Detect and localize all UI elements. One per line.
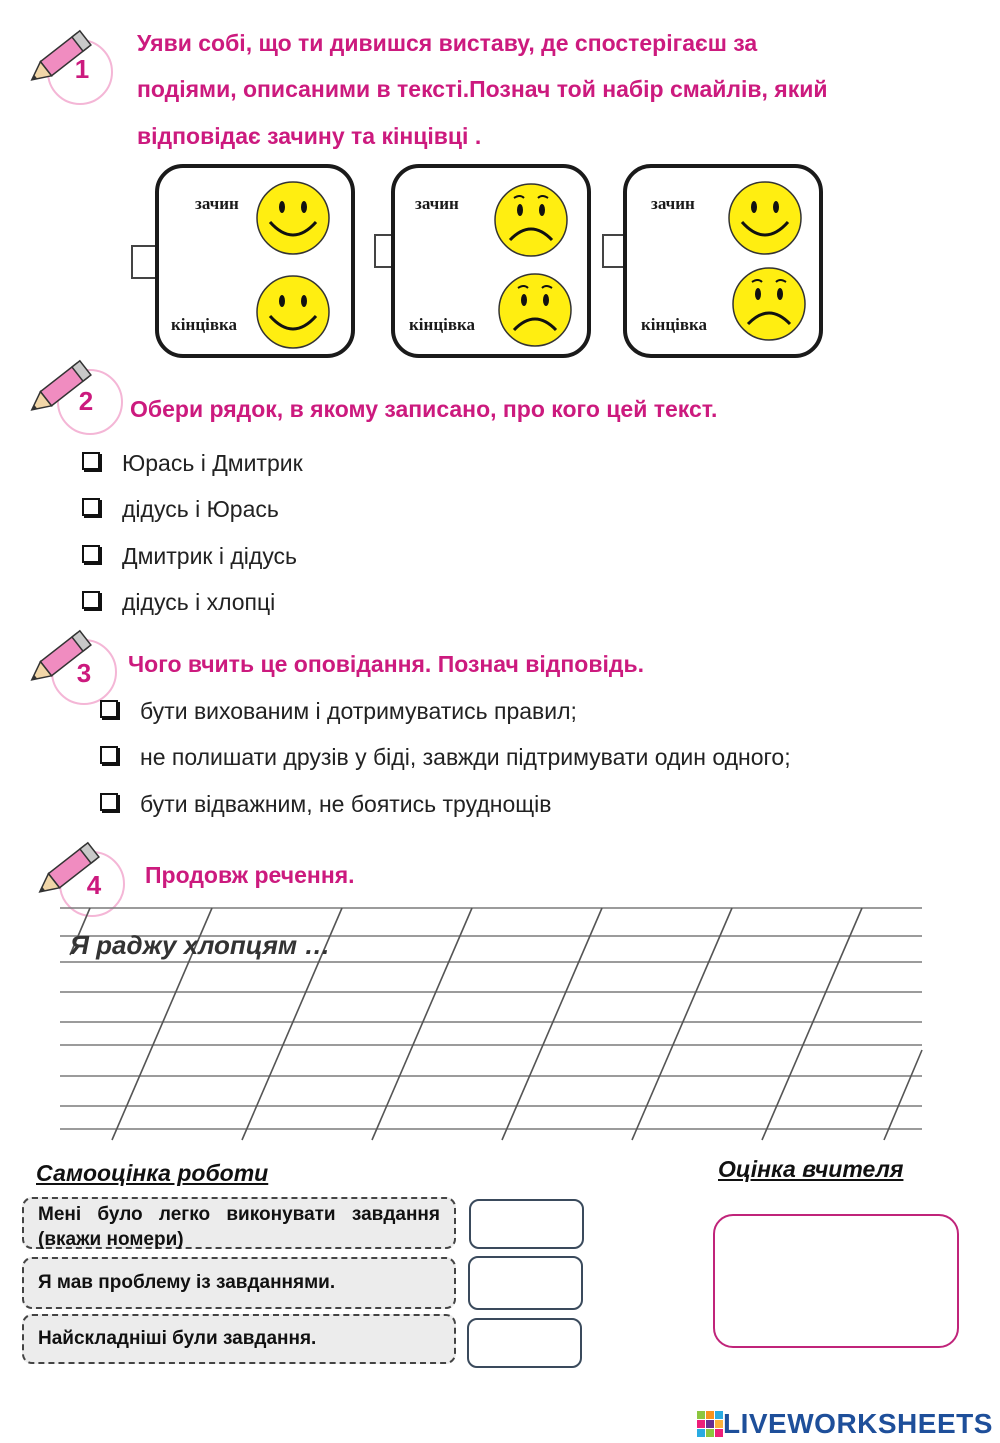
row-text: Найскладніші були завдання.: [38, 1328, 317, 1349]
task2-number: 2: [78, 386, 94, 416]
teacher-grade-box: [713, 1214, 959, 1348]
task2-option-3[interactable]: Дмитрик і дідусь: [82, 541, 297, 571]
brand-name: LIVEWORKSHEETS: [723, 1408, 993, 1439]
task4-number: 4: [86, 870, 102, 900]
task3-instruction: Чого вчить це оповідання. Познач відпові…: [128, 651, 644, 677]
option-label: бути відважним, не боятись труднощів: [140, 791, 552, 817]
task2-badge: 2: [22, 350, 123, 435]
task3-badge: 3: [22, 620, 117, 705]
smiley-card-3: зачин кінцівка: [623, 164, 823, 358]
task3-number: 3: [76, 658, 92, 688]
handwriting-ruled-area[interactable]: [60, 900, 924, 1145]
self-assessment-row-1: Мені було легко виконувати завдання (вка…: [22, 1197, 456, 1250]
smiley-card-1: зачин кінцівка: [155, 164, 355, 358]
task2-option-4[interactable]: дідусь і хлопці: [82, 587, 275, 617]
task2-instruction: Обери рядок, в якому записано, про кого …: [130, 396, 718, 422]
option-label: дідусь і Юрась: [122, 496, 279, 522]
self-assessment-answer-1[interactable]: [469, 1199, 584, 1249]
pencil-icon: [30, 629, 117, 705]
checkbox-icon: [100, 700, 118, 718]
card3-end-label: кінцівка: [641, 315, 708, 334]
sad-face-icon: [494, 183, 568, 257]
task1-instruction-line-1: Уяви собі, що ти дивишся виставу, де спо…: [137, 30, 758, 56]
card2-start-label: зачин: [415, 194, 459, 213]
liveworksheets-logo-icon: [697, 1411, 723, 1437]
liveworksheets-logo: LIVEWORKSHEETS: [697, 1407, 993, 1441]
card1-end-label: кінцівка: [171, 315, 238, 334]
option-label: не полишати друзів у біді, завжди підтри…: [140, 744, 791, 770]
task3-option-2[interactable]: не полишати друзів у біді, завжди підтри…: [100, 742, 791, 772]
card3-start-label: зачин: [651, 194, 695, 213]
task3-option-1[interactable]: бути вихованим і дотримуватись правил;: [100, 696, 577, 726]
row-text: Я мав проблему із завданнями.: [38, 1272, 336, 1293]
sad-face-icon: [732, 267, 806, 341]
happy-face-icon: [256, 181, 330, 255]
teacher-grade-title: Оцінка вчителя: [718, 1156, 904, 1182]
sentence-start: Я раджу хлопцям …: [70, 930, 331, 960]
task3-option-3[interactable]: бути відважним, не боятись труднощів: [100, 789, 552, 819]
self-assessment-row-2: Я мав проблему із завданнями.: [22, 1257, 456, 1309]
self-assessment-answer-3[interactable]: [467, 1318, 582, 1368]
pencil-icon: [30, 29, 113, 105]
self-assessment-title: Самооцінка роботи: [36, 1160, 269, 1186]
smiley-card-2: зачин кінцівка: [391, 164, 591, 358]
row-text: Мені було легко виконувати завдання (вка…: [38, 1204, 440, 1250]
task4-instruction: Продовж речення.: [145, 862, 355, 888]
option-label: дідусь і хлопці: [122, 589, 276, 615]
checkbox-icon: [82, 498, 100, 516]
task4-badge: 4: [30, 832, 125, 917]
card1-start-label: зачин: [195, 194, 239, 213]
task1-number: 1: [74, 54, 90, 84]
self-assessment-answer-2[interactable]: [468, 1256, 583, 1310]
checkbox-icon: [82, 591, 100, 609]
task2-option-1[interactable]: Юрась і Дмитрик: [82, 448, 303, 478]
self-assessment-row-3: Найскладніші були завдання.: [22, 1314, 456, 1364]
task1-badge: 1: [22, 20, 113, 105]
card2-end-label: кінцівка: [409, 315, 476, 334]
happy-face-icon: [256, 275, 330, 349]
option-label: Юрась і Дмитрик: [122, 450, 303, 476]
task1-instruction-line-2: подіями, описаними в тексті.Познач той н…: [137, 76, 828, 102]
pencil-icon: [30, 359, 123, 435]
happy-face-icon: [728, 181, 802, 255]
task1-instruction-line-3: відповідає зачину та кінцівці .: [137, 123, 482, 149]
sad-face-icon: [498, 273, 572, 347]
option-label: бути вихованим і дотримуватись правил;: [140, 698, 577, 724]
checkbox-icon: [82, 545, 100, 563]
pencil-icon: [38, 841, 125, 917]
checkbox-icon: [100, 746, 118, 764]
checkbox-icon: [100, 793, 118, 811]
option-label: Дмитрик і дідусь: [122, 543, 298, 569]
checkbox-icon: [82, 452, 100, 470]
task2-option-2[interactable]: дідусь і Юрась: [82, 494, 279, 524]
